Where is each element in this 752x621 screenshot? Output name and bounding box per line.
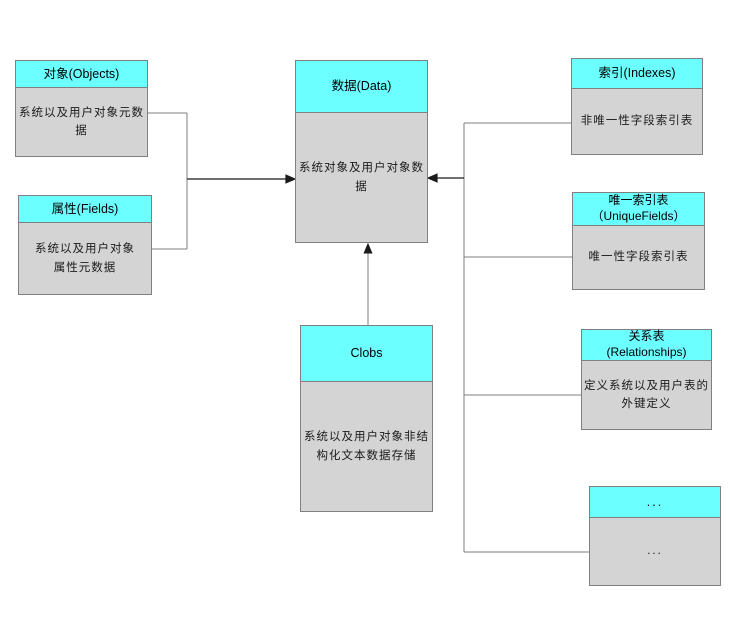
node-objects-header: 对象(Objects) [16,61,147,88]
arrow-right-to-data [426,173,464,183]
node-relationships-header: 关系表 (Relationships) [582,329,711,361]
node-clobs-body: 系统以及用户对象非结 构化文本数据存储 [304,431,429,462]
node-data-header: 数据(Data) [296,61,427,113]
node-more-body: ... [647,545,663,558]
connector-right-rail [463,122,589,553]
node-indexes-header: 索引(Indexes) [572,59,702,89]
arrow-left-to-data [187,174,297,184]
node-data-body: 系统对象及用户对象数 据 [299,162,424,193]
node-relationships-body: 定义系统以及用户表的 外键定义 [584,379,709,410]
node-clobs: Clobs 系统以及用户对象非结 构化文本数据存储 [300,325,433,512]
node-indexes-body: 非唯一性字段索引表 [580,115,694,128]
node-indexes: 索引(Indexes) 非唯一性字段索引表 [571,58,703,155]
node-objects: 对象(Objects) 系统以及用户对象元数 据 [15,60,148,157]
connector-left-group [148,112,188,250]
node-more: ... ... [589,486,721,586]
node-data: 数据(Data) 系统对象及用户对象数 据 [295,60,428,243]
node-uniquefields-header: 唯一索引表 （UniqueFields） [573,193,704,226]
node-relationships: 关系表 (Relationships) 定义系统以及用户表的 外键定义 [581,329,712,430]
node-fields-body: 系统以及用户对象 属性元数据 [35,243,135,274]
node-uniquefields-body: 唯一性字段索引表 [588,251,689,264]
node-uniquefields: 唯一索引表 （UniqueFields） 唯一性字段索引表 [572,192,705,290]
node-fields: 属性(Fields) 系统以及用户对象 属性元数据 [18,195,152,295]
node-clobs-header: Clobs [301,326,432,382]
arrow-clobs-to-data [363,242,373,325]
node-more-header: ... [590,487,720,518]
node-objects-body: 系统以及用户对象元数 据 [19,106,144,137]
node-fields-header: 属性(Fields) [19,196,151,223]
